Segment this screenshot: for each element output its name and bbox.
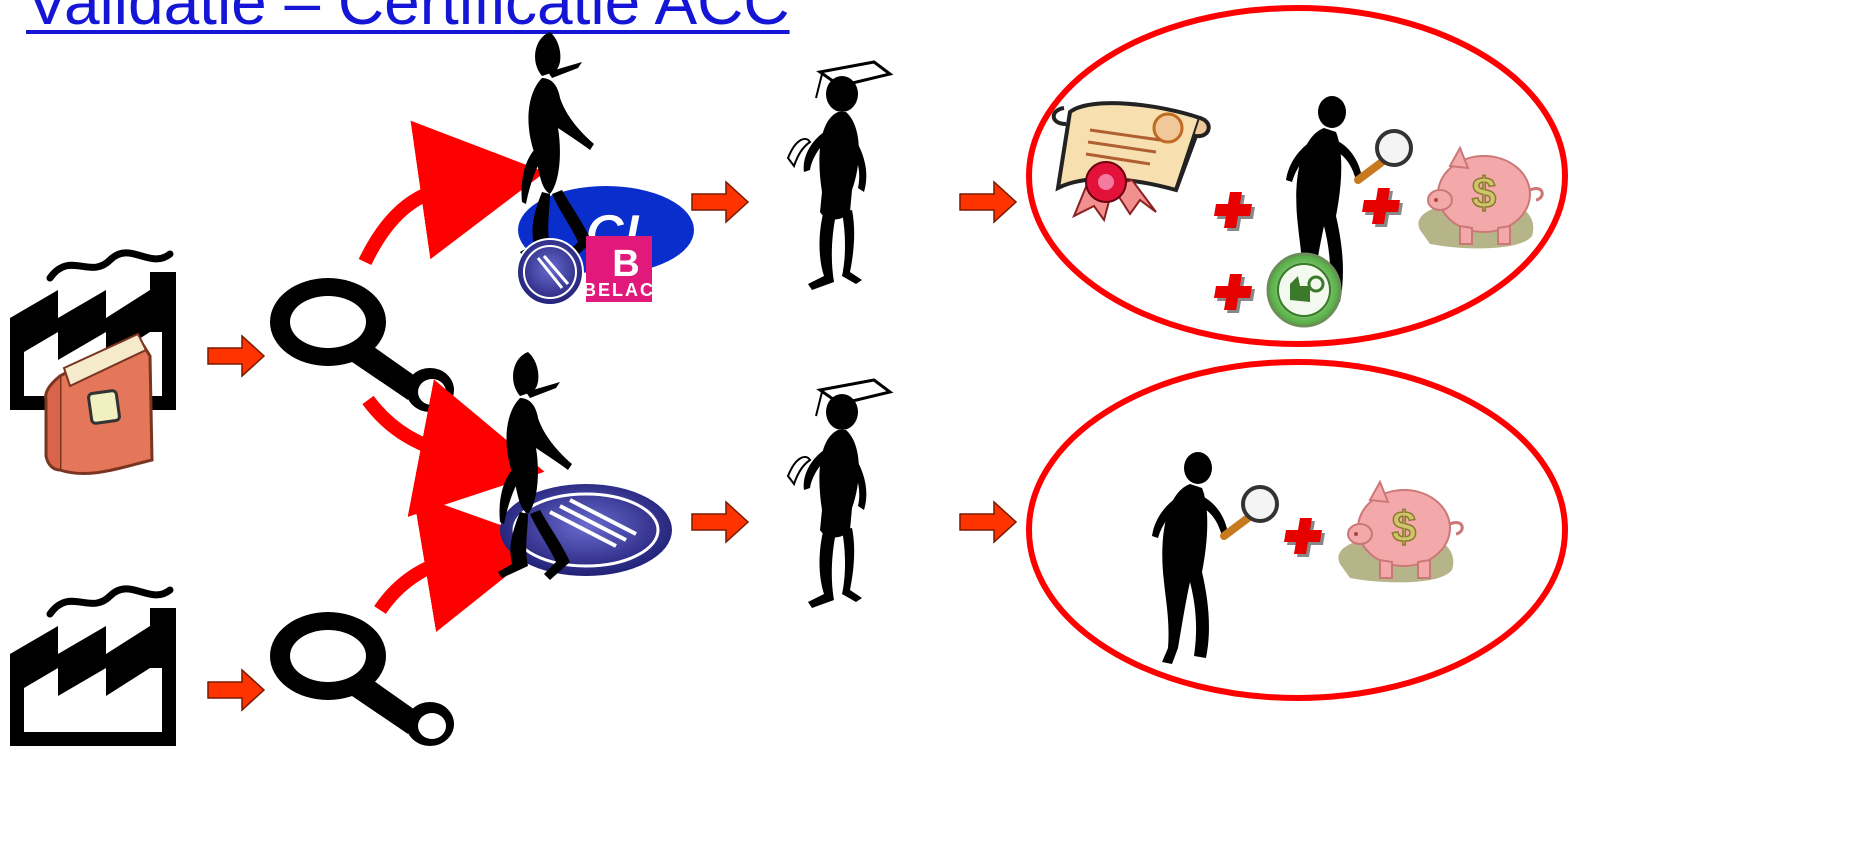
piggy-bank-icon [1416,146,1544,250]
belac-logo: BELAC B [516,236,655,306]
plus-icon [1362,188,1403,227]
curved-arrow-down [362,379,545,517]
plus-icon [1214,274,1255,313]
arrow-icon [691,501,749,543]
approval-seal-icon [1266,252,1342,328]
curved-arrow-up [358,120,546,266]
outcome-ellipse-bottom [1026,359,1568,701]
graduate-figure-icon [786,378,892,610]
arrow-icon [691,181,749,223]
svg-text:B: B [612,243,639,285]
certificate-scroll-icon [1051,101,1211,223]
belac-logo-text: BELAC [583,280,655,300]
inspector-with-magnifier-icon [1152,452,1277,664]
outcome-ellipse-top [1026,5,1568,347]
graduate-figure-icon [786,60,892,292]
magnifying-glass-icon [270,612,454,746]
plus-icon [1214,192,1255,231]
manual-book-icon [44,332,154,475]
curved-arrow-up-bottom [374,493,549,632]
accreditation-logo [500,484,672,576]
arrow-icon [207,669,265,711]
slide-title: Validatie – Certificatie ACC [26,0,790,38]
arrow-icon [959,181,1017,223]
magnifying-glass-icon [270,278,454,412]
arrow-icon [959,501,1017,543]
factory-icon-bottom [10,589,176,746]
piggy-bank-icon [1336,480,1464,584]
arrow-icon [207,335,265,377]
plus-icon [1284,518,1325,557]
